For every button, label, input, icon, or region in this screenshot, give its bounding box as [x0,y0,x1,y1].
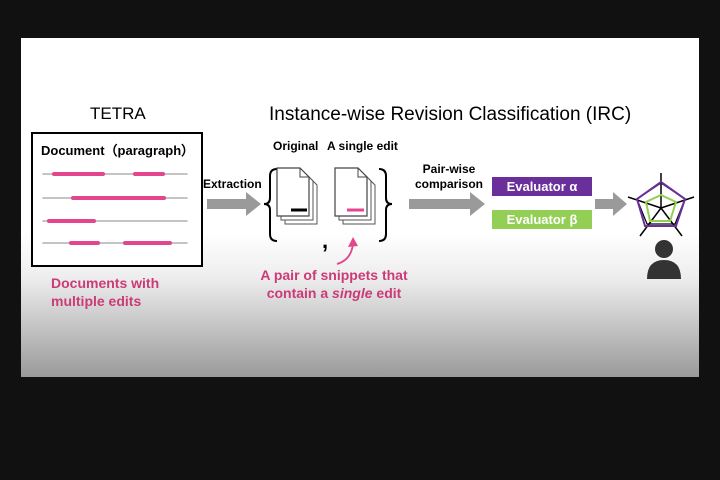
extraction-label: Extraction [203,177,262,191]
diagram-graphics: , [31,132,695,279]
tetra-title: TETRA [90,104,146,123]
left-brace [263,168,278,242]
radar-chart-icon [627,173,695,237]
evaluator-alpha-box: Evaluator α [492,177,592,196]
caption-post: edit [372,285,402,301]
document-stack-icon [276,167,318,225]
comparison-line2: comparison [414,177,483,191]
person-icon [647,240,681,279]
comma-separator: , [322,228,328,253]
arrow-icon [409,192,485,216]
right-brace [378,168,393,242]
evaluator-beta-label: Evaluator β [506,212,578,227]
irc-title: Instance-wise Revision Classification (I… [269,104,632,125]
arrow-icon [207,192,261,216]
snippet-pair-caption-line2: contain a single edit [243,284,425,302]
pairwise-comparison-label: Pair-wise comparison [409,162,489,192]
snippet-pair-caption-line1: A pair of snippets that [260,267,408,283]
documents-caption-line2: multiple edits [51,293,142,309]
snippet-pair-caption: A pair of snippets that contain a single… [243,266,425,302]
comparison-line1: Pair-wise [422,162,476,176]
curved-arrow-head [348,237,358,247]
paragraph-lines [42,172,188,245]
evaluator-alpha-label: Evaluator α [506,179,578,194]
single-edit-label: A single edit [327,139,398,153]
caption-pre: contain a [266,285,333,301]
document-title: Document（paragraph） [41,143,195,158]
curved-arrow-icon [336,243,354,265]
caption-emphasis: single [332,285,373,301]
edited-document-stack-icon [334,167,376,225]
arrow-icon [595,192,627,216]
documents-caption: Documents with multiple edits [51,274,159,310]
evaluator-beta-box: Evaluator β [492,210,592,229]
original-label: Original [273,139,319,153]
slide: , T [21,38,699,377]
documents-caption-line1: Documents with [51,275,160,291]
